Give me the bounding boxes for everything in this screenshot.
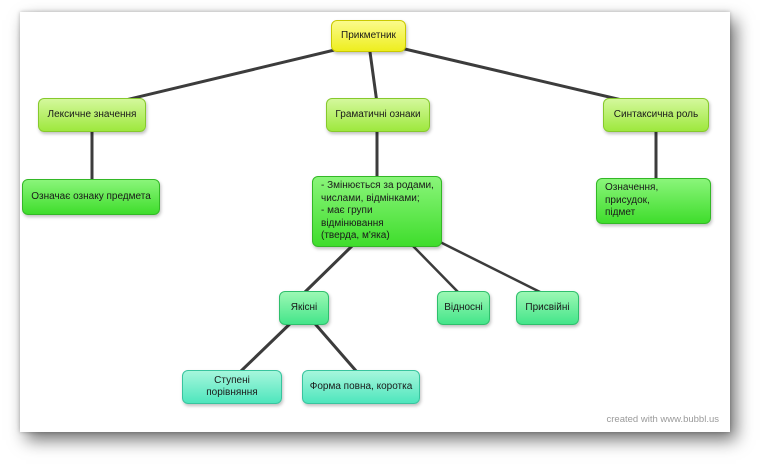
link-qualitative-form [308,316,359,374]
credit-text: created with www.bubbl.us [606,414,719,425]
node-lexical-meaning[interactable]: Лексичне значення [38,98,146,132]
node-syntactic-detail[interactable]: Означення, присудок, підмет [596,178,711,224]
node-lexical-detail[interactable]: Означає ознаку предмета [22,179,160,215]
link-root-lexical [90,40,370,110]
link-detail-qualitative [303,244,354,294]
node-grammatical-detail[interactable]: - Змінюється за родами, числами, відмінк… [312,176,442,247]
node-form[interactable]: Форма повна, коротка [302,370,420,404]
link-root-syntactic [373,40,658,110]
link-qualitative-degrees [238,316,298,374]
node-root[interactable]: Прикметник [331,20,406,52]
link-detail-relative [411,244,460,294]
node-possessive[interactable]: Присвійні [516,291,579,325]
node-qualitative[interactable]: Якісні [279,291,329,325]
node-relative[interactable]: Відносні [437,291,490,325]
node-syntactic-role[interactable]: Синтаксична роль [603,98,709,132]
node-degrees[interactable]: Ступені порівняння [182,370,282,404]
node-grammatical-features[interactable]: Граматичні ознаки [326,98,430,132]
link-detail-possessive [428,235,542,294]
link-root-grammatical [368,50,379,105]
